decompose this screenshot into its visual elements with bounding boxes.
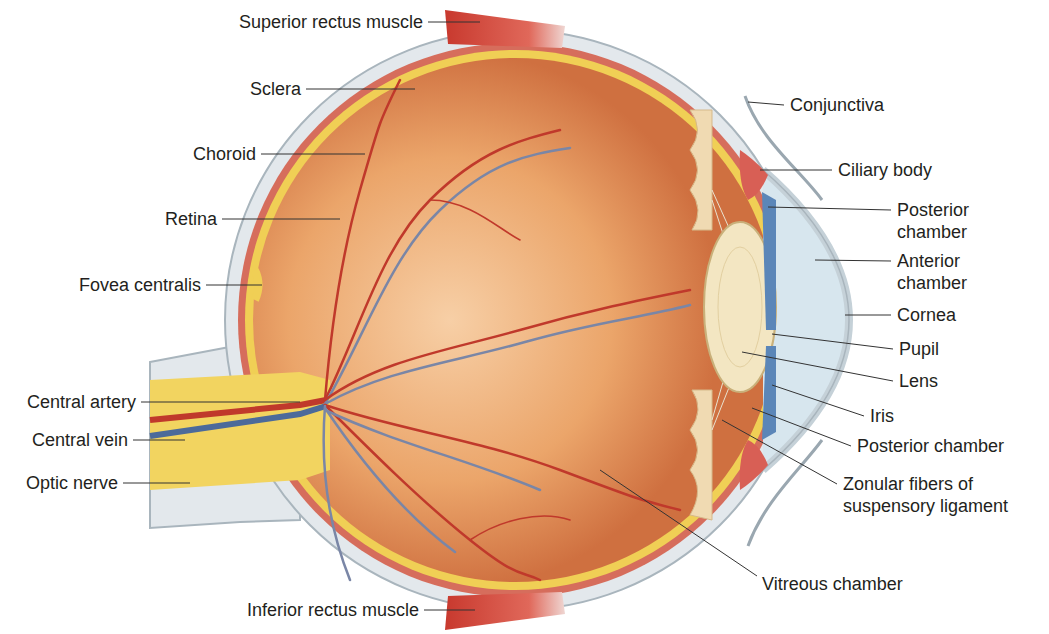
part-label: Fovea centralis (79, 274, 201, 296)
part-label: Ciliary body (838, 159, 932, 181)
part-label: Inferior rectus muscle (247, 599, 419, 621)
part-label: Central vein (32, 429, 128, 451)
part-label: Iris (870, 405, 894, 427)
part-label: Posterior chamber (857, 435, 1004, 457)
part-label: Posterior chamber (897, 199, 1007, 243)
part-label: Central artery (27, 391, 136, 413)
part-label: Choroid (193, 143, 256, 165)
part-label: Pupil (899, 338, 939, 360)
part-label: Retina (165, 208, 217, 230)
part-label: Lens (899, 370, 938, 392)
part-label: Conjunctiva (790, 94, 884, 116)
part-label: Zonular fibers of suspensory ligament (843, 473, 1033, 517)
part-label: Optic nerve (26, 472, 118, 494)
part-label: Vitreous chamber (762, 573, 903, 595)
part-label: Superior rectus muscle (239, 11, 423, 33)
part-label: Sclera (250, 78, 301, 100)
part-label: Anterior chamber (897, 250, 1007, 294)
part-label: Cornea (897, 304, 956, 326)
